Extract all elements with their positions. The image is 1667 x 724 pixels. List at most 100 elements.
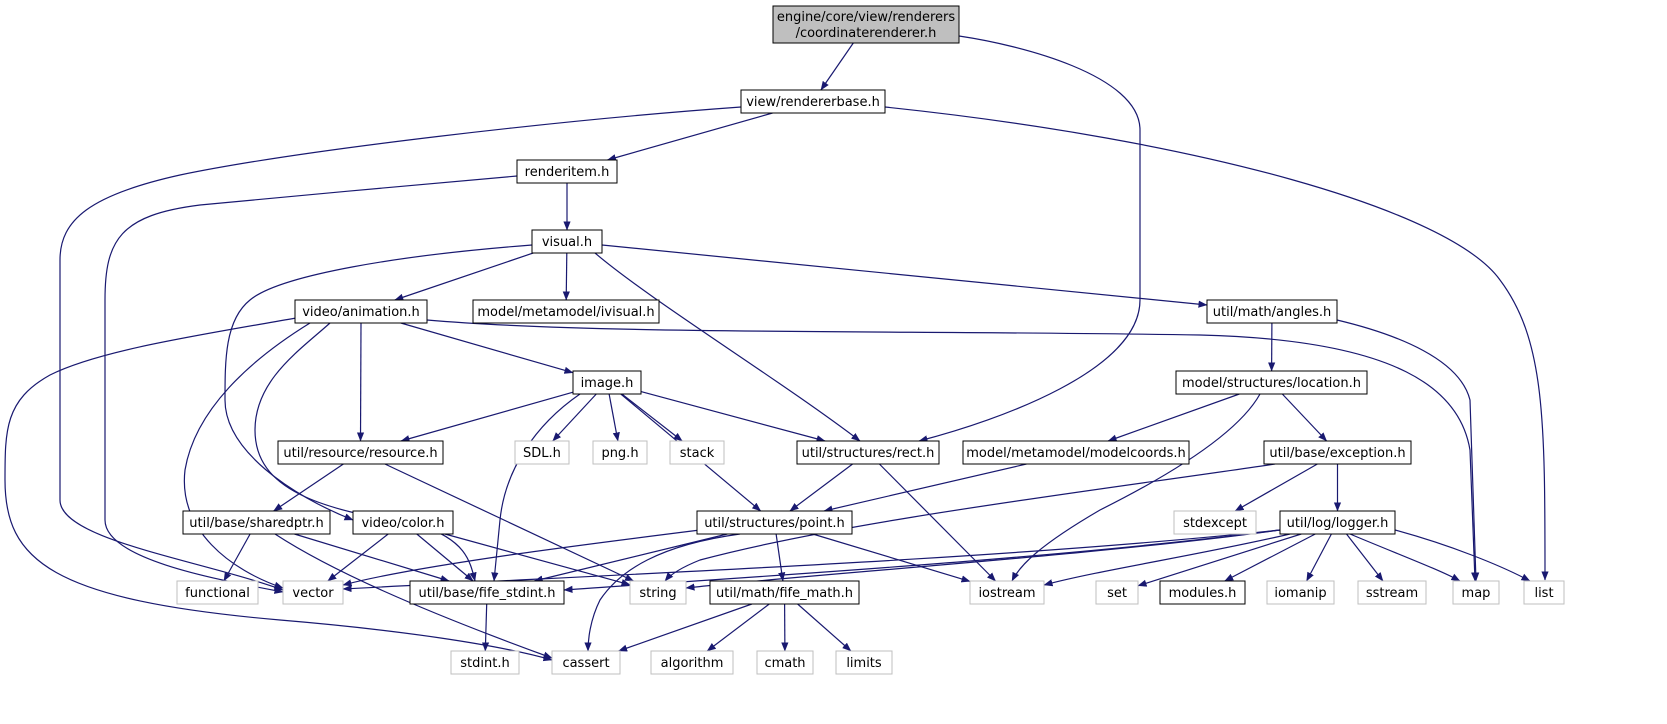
- node-color[interactable]: video/color.h: [352, 510, 454, 535]
- edge-rendererbase-to-vector: [59, 106, 742, 591]
- node-ivisual-box: [472, 299, 660, 324]
- node-renderitem[interactable]: renderitem.h: [516, 159, 618, 184]
- node-ivisual-label: model/metamodel/ivisual.h: [477, 305, 654, 320]
- edge-animation-to-cassert: [4, 317, 553, 662]
- node-vector-label: vector: [292, 586, 334, 601]
- edge-sharedptr-to-functional: [223, 533, 251, 582]
- edge-point-to-fife_math: [775, 533, 786, 582]
- node-limits-box: [835, 650, 893, 675]
- node-exception[interactable]: util/base/exception.h: [1263, 440, 1412, 465]
- node-coordinaterenderer-label: /coordinaterenderer.h: [796, 26, 937, 41]
- node-ivisual[interactable]: model/metamodel/ivisual.h: [472, 299, 660, 324]
- node-cmath: cmath: [756, 650, 814, 675]
- node-fife_math-box: [709, 580, 860, 605]
- node-modules-label: modules.h: [1169, 586, 1237, 601]
- node-logger[interactable]: util/log/logger.h: [1279, 510, 1396, 535]
- node-angles[interactable]: util/math/angles.h: [1206, 299, 1338, 324]
- node-animation[interactable]: video/animation.h: [294, 299, 428, 324]
- node-set: set: [1095, 580, 1139, 605]
- node-stdexcept: stdexcept: [1173, 510, 1257, 535]
- edge-animation-to-vector: [183, 322, 311, 589]
- edge-modelcoords-to-point: [823, 463, 1027, 513]
- node-stdint: stdint.h: [450, 650, 520, 675]
- node-rect[interactable]: util/structures/rect.h: [796, 440, 940, 465]
- edge-location-to-iostream: [1011, 393, 1261, 582]
- node-cassert-box: [551, 650, 621, 675]
- node-map-label: map: [1462, 586, 1491, 601]
- edge-rendererbase-to-list: [884, 106, 1549, 581]
- node-logger-box: [1279, 510, 1396, 535]
- node-point-label: util/structures/point.h: [704, 516, 845, 531]
- node-algorithm-box: [650, 650, 734, 675]
- node-stdint-label: stdint.h: [460, 656, 509, 671]
- node-sharedptr-label: util/base/sharedptr.h: [189, 516, 323, 531]
- node-sharedptr[interactable]: util/base/sharedptr.h: [182, 510, 331, 535]
- node-fife_math[interactable]: util/math/fife_math.h: [709, 580, 860, 605]
- node-resource-box: [277, 440, 444, 465]
- node-iostream: iostream: [969, 580, 1045, 605]
- edge-image-to-resource: [400, 391, 574, 443]
- node-location-box: [1175, 370, 1368, 395]
- node-list: list: [1523, 580, 1565, 605]
- node-cmath-label: cmath: [764, 656, 805, 671]
- node-point[interactable]: util/structures/point.h: [696, 510, 853, 535]
- node-cmath-box: [756, 650, 814, 675]
- node-stdint-box: [450, 650, 520, 675]
- node-exception-box: [1263, 440, 1412, 465]
- edge-visual-to-ivisual: [562, 252, 570, 301]
- edge-logger-to-sstream: [1346, 533, 1384, 582]
- node-png-box: [592, 440, 648, 465]
- node-functional-label: functional: [185, 586, 250, 601]
- node-sdl-box: [514, 440, 570, 465]
- node-visual[interactable]: visual.h: [531, 229, 603, 254]
- node-animation-label: video/animation.h: [302, 305, 420, 320]
- node-coordinaterenderer[interactable]: engine/core/view/renderers/coordinateren…: [772, 5, 960, 44]
- node-modelcoords-box: [962, 440, 1190, 465]
- node-resource[interactable]: util/resource/resource.h: [277, 440, 444, 465]
- edge-visual-to-rect: [594, 252, 861, 442]
- node-rect-label: util/structures/rect.h: [802, 446, 935, 461]
- node-stdexcept-label: stdexcept: [1183, 516, 1247, 531]
- edge-visual-to-color: [224, 244, 533, 521]
- node-renderitem-label: renderitem.h: [525, 165, 610, 180]
- node-map: map: [1452, 580, 1500, 605]
- node-rendererbase[interactable]: view/rendererbase.h: [740, 89, 886, 114]
- edge-fife_stdint-to-stdint: [481, 603, 490, 652]
- node-set-label: set: [1107, 586, 1127, 601]
- edge-fife_math-to-algorithm: [706, 603, 770, 652]
- node-sstream-box: [1357, 580, 1427, 605]
- node-angles-label: util/math/angles.h: [1213, 305, 1332, 320]
- node-color-box: [352, 510, 454, 535]
- edge-location-to-modelcoords: [1107, 393, 1240, 442]
- node-image[interactable]: image.h: [572, 370, 642, 395]
- edge-animation-to-map: [426, 319, 1479, 582]
- node-rect-box: [796, 440, 940, 465]
- node-sstream-label: sstream: [1366, 586, 1418, 601]
- node-set-box: [1095, 580, 1139, 605]
- node-location[interactable]: model/structures/location.h: [1175, 370, 1368, 395]
- edge-animation-to-resource: [356, 322, 365, 442]
- node-limits-label: limits: [846, 656, 882, 671]
- node-location-label: model/structures/location.h: [1182, 376, 1361, 391]
- node-cassert-label: cassert: [562, 656, 609, 671]
- edge-angles-to-map: [1336, 319, 1480, 582]
- edge-visual-to-angles: [601, 244, 1208, 308]
- node-modules[interactable]: modules.h: [1159, 580, 1246, 605]
- edge-image-to-png: [608, 393, 620, 442]
- edge-rect-to-point: [789, 463, 853, 512]
- edge-resource-to-string: [384, 463, 635, 582]
- edge-image-to-rect: [640, 391, 826, 443]
- edge-logger-to-iostream: [1043, 533, 1291, 587]
- node-exception-label: util/base/exception.h: [1269, 446, 1405, 461]
- node-fife_stdint[interactable]: util/base/fife_stdint.h: [409, 580, 565, 605]
- node-stack: stack: [669, 440, 725, 465]
- edge-sharedptr-to-cassert: [274, 533, 553, 659]
- node-modelcoords[interactable]: model/metamodel/modelcoords.h: [962, 440, 1190, 465]
- edge-point-to-iostream: [812, 533, 971, 583]
- node-stack-label: stack: [680, 446, 715, 461]
- edge-logger-to-set: [1137, 533, 1302, 587]
- node-iostream-label: iostream: [978, 586, 1035, 601]
- node-iomanip: iomanip: [1266, 580, 1335, 605]
- node-string-label: string: [639, 586, 676, 601]
- node-modules-box: [1159, 580, 1246, 605]
